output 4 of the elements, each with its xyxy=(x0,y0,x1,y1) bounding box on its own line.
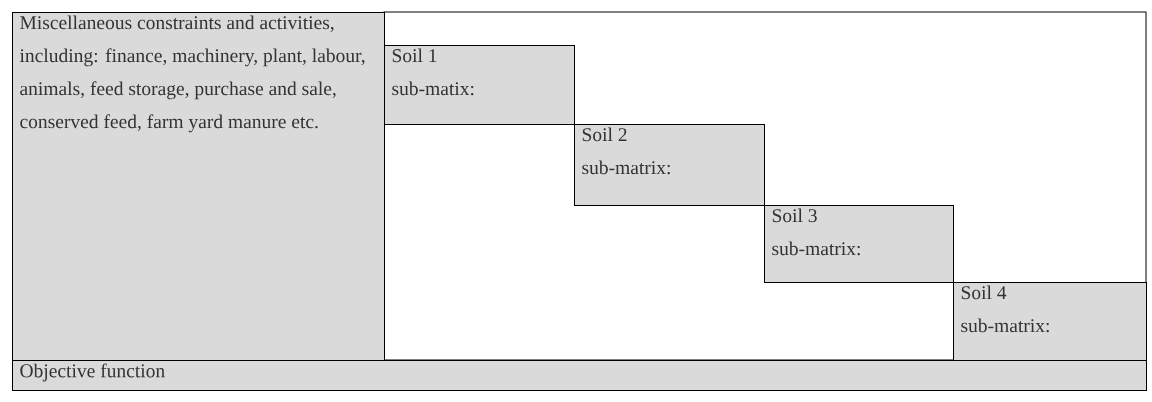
sub-matrix-box: Soil 4 sub-matrix: xyxy=(953,282,1147,361)
sub-matrix-box: Soil 2 sub-matrix: xyxy=(574,124,765,206)
sub-matrix-box: Soil 1 sub-matix: xyxy=(384,45,575,125)
sub-matrix-box: Soil 3 sub-matrix: xyxy=(764,205,954,283)
